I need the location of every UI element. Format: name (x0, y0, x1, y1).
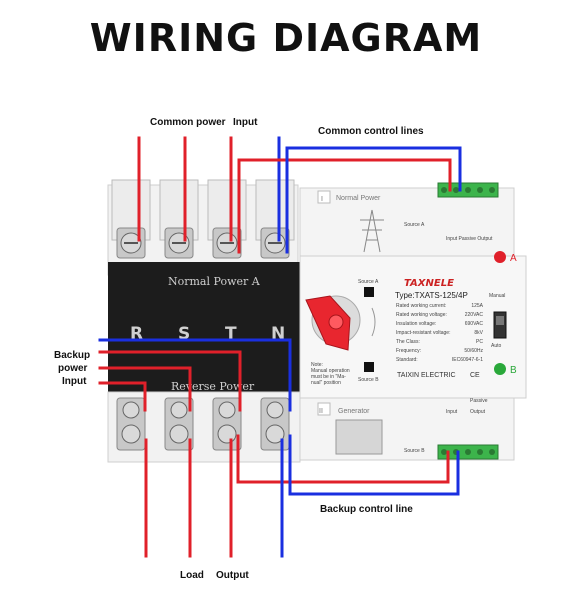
passive-bottom: Passive (470, 398, 488, 404)
output-bottom: Output (470, 409, 486, 415)
rotary-knob[interactable] (305, 295, 361, 351)
backup-input-r (98, 381, 147, 412)
spec-key: Insulation voltage: (396, 321, 436, 327)
type-label: Type:TXATS-125/4P (395, 291, 468, 300)
backup-input-t (98, 350, 242, 412)
spec-value: 125A (471, 303, 483, 309)
switch-source-b-label: Source B (358, 377, 379, 383)
normal-power-module (299, 187, 515, 257)
label-power: power (58, 363, 88, 374)
normal-power-a-label: Normal Power A (168, 275, 261, 288)
backup-input-n (98, 338, 292, 412)
spec-value: 220VAC (465, 312, 484, 318)
spec-value: PC (476, 339, 483, 345)
diagram-title: WIRING DIAGRAM (89, 16, 483, 60)
top-screws (116, 227, 290, 259)
module-numeral-i: I (321, 196, 323, 203)
indicator-a-lamp (494, 251, 506, 263)
rotation-arrow-icon (371, 307, 376, 337)
spec-value: 8kV (474, 330, 483, 336)
input-bottom: Input (446, 409, 458, 415)
input-passive-output-top: Input Passive Output (446, 236, 493, 242)
backup-control-line-red (236, 434, 450, 484)
spec-key: Impact-resistant voltage: (396, 330, 450, 336)
reverse-power-label: Reverse Power (171, 380, 255, 393)
note-line-4: nual" position (311, 380, 341, 386)
switch-source-a-label: Source A (358, 279, 379, 285)
spec-key: The Class: (396, 339, 420, 345)
spec-table: Rated working current: 125A Rated working … (396, 303, 484, 363)
spec-value: IEC60947-6-1 (452, 357, 483, 363)
label-common-power: Common power (150, 117, 226, 128)
brand-logo: TAXNELE (404, 278, 454, 289)
spec-value: 690VAC (465, 321, 484, 327)
label-common-control-lines: Common control lines (318, 126, 424, 137)
source-a-module-label: Source A (404, 222, 425, 228)
ce-mark: CE (470, 372, 480, 379)
module-numeral-ii: II (319, 408, 323, 415)
label-backup: Backup (54, 350, 90, 361)
backup-input-s (98, 366, 192, 412)
normal-power-title: Normal Power (336, 195, 381, 202)
wires (98, 136, 462, 558)
common-control-line-red (237, 158, 452, 254)
bottom-screws (116, 397, 290, 451)
label-output: Output (216, 570, 249, 581)
label-input-top: Input (233, 117, 258, 128)
generator-icon (335, 419, 383, 455)
label-load: Load (180, 570, 204, 581)
manual-label: Manual (489, 293, 505, 299)
pylon-icon (360, 209, 384, 253)
spec-key: Rated working voltage: (396, 312, 447, 318)
note-line-1: Note: (311, 362, 323, 368)
indicator-a-label: A (510, 253, 517, 264)
label-input-left: Input (62, 376, 87, 387)
indicator-b-label: B (510, 365, 517, 376)
common-control-line-blue (285, 146, 462, 254)
spec-key: Standard: (396, 357, 418, 363)
source-b-window (364, 362, 374, 372)
source-a-window (364, 287, 374, 297)
generator-title: Generator (338, 408, 370, 415)
backup-control-line-blue (288, 434, 460, 496)
spec-key: Rated working current: (396, 303, 446, 309)
indicator-b-lamp (494, 363, 506, 375)
spec-value: 50/60Hz (464, 348, 483, 354)
note-line-3: must be in "Ma- (311, 374, 346, 380)
auto-label: Auto (491, 343, 502, 349)
note-line-2: Manual operation (311, 368, 350, 374)
maker-label: TAIXIN ELECTRIC (397, 372, 456, 379)
spec-key: Frequency: (396, 348, 421, 354)
source-b-module-label: Source B (404, 448, 425, 454)
black-panel (108, 262, 300, 394)
label-backup-control-line: Backup control line (320, 504, 413, 515)
